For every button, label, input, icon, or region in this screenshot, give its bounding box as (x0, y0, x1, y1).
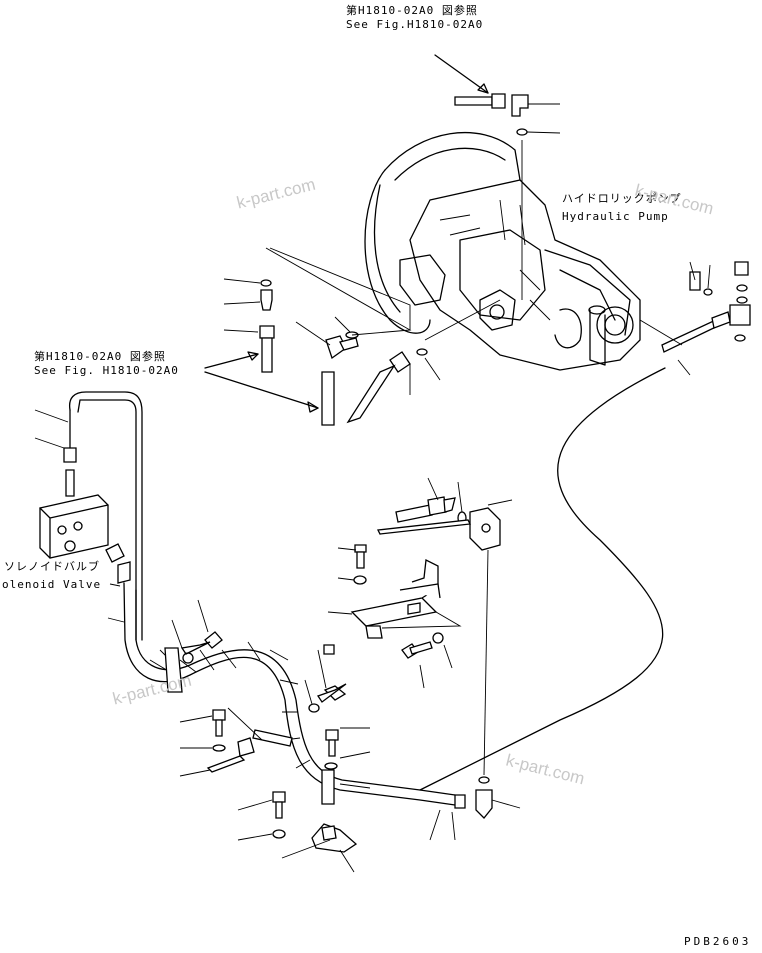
middle-bracket-assembly[interactable] (327, 477, 513, 784)
top-fitting[interactable] (434, 54, 561, 300)
left-pump-fittings[interactable] (204, 247, 501, 426)
valve-label-jp: ソレノイドバルブ (4, 560, 100, 573)
solenoid-valve-drawing[interactable] (34, 391, 143, 641)
left-reference-jp: 第H1810-02A0 図参照 (34, 350, 166, 363)
top-reference-en: See Fig.H1810-02A0 (346, 18, 484, 31)
hydraulic-pump-drawing[interactable] (364, 131, 641, 371)
pump-label-jp: ハイドロリックポンプ (562, 192, 682, 205)
hardware-bolts-clamps[interactable] (107, 583, 371, 873)
valve-label-en: olenoid Valve (2, 578, 102, 591)
right-pump-fittings[interactable] (639, 261, 751, 376)
top-reference-jp: 第H1810-02A0 図参照 (346, 4, 478, 17)
lower-hose[interactable] (123, 582, 521, 841)
left-reference-en: See Fig. H1810-02A0 (34, 364, 179, 377)
drawing-code: PDB2603 (684, 935, 752, 948)
pump-label-en: Hydraulic Pump (562, 210, 669, 223)
long-hose[interactable] (419, 367, 666, 791)
